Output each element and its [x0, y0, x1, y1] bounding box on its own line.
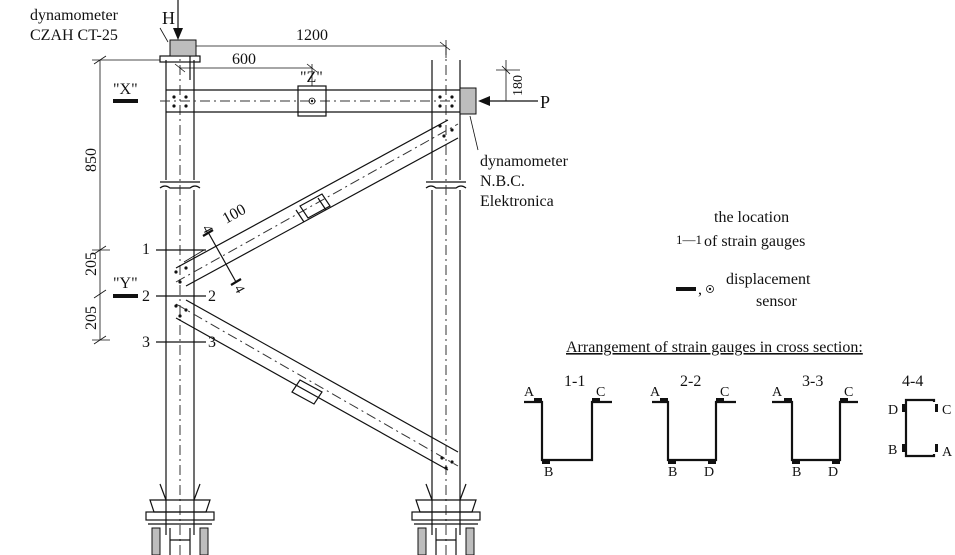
sec-2-right: 2 — [208, 288, 216, 305]
dyn-right-leader — [469, 115, 479, 151]
legend-sensor: , displacement sensor — [676, 271, 811, 310]
dim-600 — [174, 63, 318, 86]
section-1-1: 1-1 A C B — [524, 373, 612, 480]
section-2-2-name: 2-2 — [680, 373, 701, 390]
legend-sensor-text-2: sensor — [756, 293, 798, 310]
dim-600-label: 600 — [232, 51, 256, 68]
legend-gauge: 1—1 the location of strain gauges — [676, 209, 805, 250]
sec-2-left: 2 — [142, 288, 150, 305]
section-3-3: 3-3 A C B D — [772, 373, 858, 480]
left-column — [159, 45, 201, 555]
legend-sensor-comma: , — [698, 281, 702, 298]
gauge-4-4-a: A — [942, 445, 953, 460]
gauge-2-2-b: B — [668, 465, 677, 480]
dyn-right-label-1: dynamometer — [480, 153, 569, 170]
right-dynamometer — [459, 87, 477, 115]
label-z: "Z" — [300, 69, 323, 86]
gauge-1-1-b: B — [544, 465, 553, 480]
section-4-cut — [202, 229, 242, 286]
right-column — [425, 45, 467, 555]
dim-100-line — [183, 249, 205, 263]
legend-sensor-text-1: displacement — [726, 271, 811, 288]
dyn-top-label-2: CZAH CT-25 — [30, 27, 118, 44]
section-4-4: 4-4 D C B A — [888, 373, 953, 460]
dim-205a-label: 205 — [83, 252, 100, 276]
section-2-2: 2-2 A C B D — [650, 373, 736, 480]
gauge-1-1-c: C — [596, 385, 605, 400]
dim-205b-label: 205 — [83, 306, 100, 330]
dim-1200-label: 1200 — [296, 27, 328, 44]
section-1-1-name: 1-1 — [564, 373, 585, 390]
label-x: "X" — [113, 81, 138, 98]
top-dynamometer — [159, 0, 197, 57]
legend-gauge-symbol: 1—1 — [676, 232, 702, 247]
legend-gauge-text-1: the location — [714, 209, 789, 226]
gauge-3-3-b: B — [792, 465, 801, 480]
arrangement-title: Arrangement of strain gauges in cross se… — [566, 339, 863, 356]
force-p-label: P — [540, 92, 550, 112]
lower-brace — [175, 299, 459, 471]
dyn-right-label-2: N.B.C. — [480, 173, 525, 190]
dim-850-label: 850 — [83, 148, 100, 172]
upper-brace — [175, 119, 459, 287]
label-y: "Y" — [113, 275, 138, 292]
gauge-2-2-d: D — [704, 465, 714, 480]
top-beam — [160, 85, 466, 117]
gauge-4-4-b: B — [888, 443, 897, 458]
gauge-3-3-d: D — [828, 465, 838, 480]
dim-vertical-left — [92, 55, 160, 345]
gauge-1-1-a: A — [524, 385, 535, 400]
section-4-4-name: 4-4 — [902, 373, 923, 390]
sec-3-right: 3 — [208, 334, 216, 351]
left-base — [145, 483, 215, 555]
dyn-right-label-3: Elektronica — [480, 193, 554, 210]
legend-gauge-text-2: of strain gauges — [704, 233, 805, 250]
dim-180-label: 180 — [511, 75, 526, 96]
force-h-label: H — [162, 8, 175, 28]
gauge-3-3-a: A — [772, 385, 783, 400]
gauge-4-4-c: C — [942, 403, 951, 418]
section-3-3-name: 3-3 — [802, 373, 823, 390]
dim-100-label: 100 — [220, 201, 249, 228]
dim-180 — [496, 60, 520, 101]
bolt-groups — [172, 95, 454, 470]
gauge-4-4-d: D — [888, 403, 898, 418]
dim-1200 — [196, 40, 451, 58]
sec-1-left: 1 — [142, 241, 150, 258]
gauge-3-3-c: C — [844, 385, 853, 400]
sec-3-left: 3 — [142, 334, 150, 351]
right-base — [411, 483, 481, 555]
gauge-2-2-c: C — [720, 385, 729, 400]
gauge-2-2-a: A — [650, 385, 661, 400]
dyn-top-label-1: dynamometer — [30, 7, 119, 24]
